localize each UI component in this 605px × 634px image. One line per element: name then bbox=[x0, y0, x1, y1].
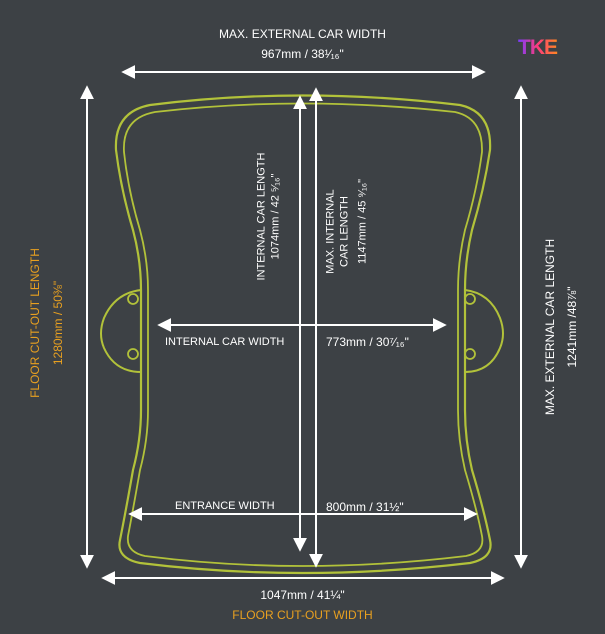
max-internal-car-length-title-line2: CAR LENGTH bbox=[338, 196, 351, 267]
internal-car-length-title: INTERNAL CAR LENGTH bbox=[255, 152, 268, 281]
max-external-width-value: 967mm / 38¹⁄₁₆" bbox=[261, 47, 344, 61]
tke-logo-text: TKE bbox=[518, 36, 558, 59]
left-mount-hole-bottom bbox=[127, 348, 139, 360]
right-mount-hole-bottom bbox=[464, 348, 476, 360]
max-internal-car-length-value: 1147mm / 45 ⁹⁄₁₆" bbox=[356, 178, 369, 265]
floor-cutout-width-value: 1047mm / 41¼" bbox=[260, 588, 345, 602]
internal-car-length-value: 1074mm / 42 ⁵⁄₁₆" bbox=[269, 173, 282, 260]
floor-cutout-length-title: FLOOR CUT-OUT LENGTH bbox=[28, 248, 42, 398]
right-side-mount bbox=[464, 289, 504, 373]
max-external-length-value: 1241mm /48⅞" bbox=[565, 286, 579, 368]
right-mount-hole-top bbox=[464, 293, 476, 305]
max-external-length-title: MAX. EXTERNAL CAR LENGTH bbox=[543, 238, 557, 416]
internal-car-width-value: 773mm / 30⁷⁄₁₆" bbox=[326, 335, 409, 349]
floor-cutout-length-value: 1280mm / 50⅜" bbox=[51, 280, 65, 366]
internal-car-width-title: INTERNAL CAR WIDTH bbox=[165, 336, 285, 348]
floor-cutout-width-title: FLOOR CUT-OUT WIDTH bbox=[232, 608, 373, 622]
tke-logo: TKE bbox=[518, 36, 559, 59]
left-side-mount bbox=[100, 289, 142, 373]
entrance-width-title: ENTRANCE WIDTH bbox=[175, 500, 275, 512]
max-external-width-title: MAX. EXTERNAL CAR WIDTH bbox=[219, 27, 386, 41]
max-internal-car-length-title-line1: MAX. INTERNAL bbox=[324, 189, 337, 274]
car-outer-outline bbox=[114, 94, 492, 575]
car-inner-outline bbox=[123, 102, 484, 567]
entrance-width-value: 800mm / 31½" bbox=[326, 500, 404, 514]
left-mount-hole-top bbox=[127, 293, 139, 305]
